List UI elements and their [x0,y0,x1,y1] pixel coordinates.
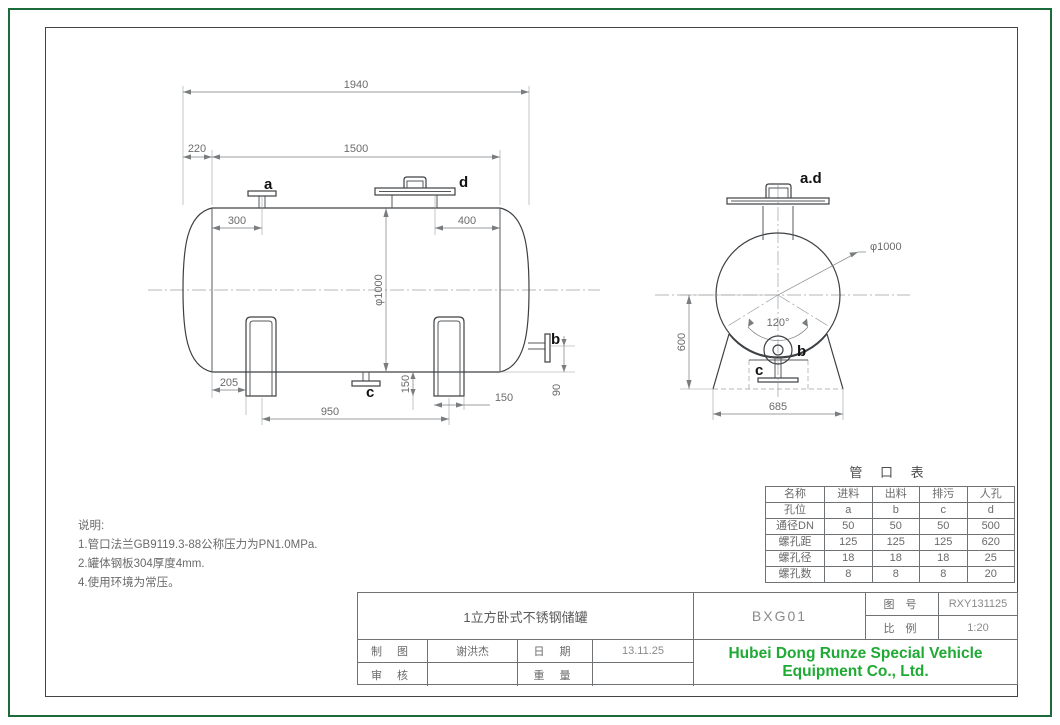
cell: d [966,502,1015,519]
dim-base-width: 685 [769,401,787,413]
cell: 125 [871,534,920,551]
dim-saddle-width: 150 [495,392,513,404]
manhole-ad-end [726,183,830,240]
weight-value [593,663,694,686]
dim-saddle-span: 950 [321,406,339,418]
dim-front-diameter: φ1000 [373,274,385,306]
balloon-c-front: c [366,384,374,401]
drawn-by-value: 谢洪杰 [428,640,518,663]
sheet-border-outer [8,8,1052,717]
row-label: 孔位 [765,502,825,519]
cell: a [824,502,873,519]
checked-by-value [428,663,518,686]
dim-nozzle-a-offset: 300 [228,215,246,227]
scale-value: 1:20 [939,616,1017,640]
nozzle-table: 名称 进料 出料 排污 人孔 孔位 a b c d 通径DN 50 50 [765,486,1015,583]
table-row: 螺孔距 125 125 125 620 [765,534,1015,551]
row-label: 螺孔径 [765,550,825,567]
date-label: 日 期 [518,640,593,663]
dim-overall-length: 1940 [344,79,368,91]
cell: 125 [919,534,968,551]
cell: 18 [871,550,920,567]
table-row: 名称 进料 出料 排污 人孔 [765,486,1015,503]
row-label: 通径DN [765,518,825,535]
cell: 25 [966,550,1015,567]
notes-heading: 说明: [78,520,105,532]
cell: 出料 [871,486,920,503]
cell: c [919,502,968,519]
checked-by-label: 审 核 [358,663,428,686]
drawing-title: 1立方卧式不锈钢储罐 [358,593,694,640]
cell: 人孔 [966,486,1015,503]
drawn-by-label: 制 图 [358,640,428,663]
cell: 8 [871,566,920,583]
balloon-ad-end: a.d [800,170,822,187]
nozzle-c-front [351,372,381,387]
cell: 排污 [919,486,968,503]
cell: 8 [919,566,968,583]
balloon-b-end: b [797,343,806,360]
row-label: 螺孔距 [765,534,825,551]
saddle-end [712,333,844,390]
cell: 500 [966,518,1015,535]
nozzle-b-front [528,333,551,363]
saddle-left-front [245,316,277,397]
balloon-d-front: d [459,174,468,191]
note-line-1: 1.管口法兰GB9119.3-88公称压力为PN1.0MPa. [78,539,318,551]
table-row: 孔位 a b c d [765,502,1015,519]
manhole-d-front [374,176,456,208]
table-row: 螺孔径 18 18 18 25 [765,550,1015,567]
scale-label: 比 例 [866,616,939,640]
nozzle-c-end [757,357,799,383]
cell: 18 [824,550,873,567]
company-name: Hubei Dong Runze Special Vehicle Equipme… [728,645,983,680]
dim-end-diameter: φ1000 [870,241,902,253]
dim-saddle-left-offset: 205 [220,377,238,389]
balloon-c-end: c [755,362,763,379]
dim-head-depth: 220 [188,143,206,155]
cell: 8 [824,566,873,583]
dwg-no-value: RXY131125 [939,593,1017,616]
balloon-a-front: a [264,176,273,193]
notes-block: 说明: 1.管口法兰GB9119.3-88公称压力为PN1.0MPa. 2.罐体… [78,517,317,593]
front-view: a d c b [148,79,600,425]
dim-saddle-height: 600 [676,333,688,351]
note-line-3: 4.使用环境为常压。 [78,577,180,589]
cell: 50 [824,518,873,535]
weight-label: 重 量 [518,663,593,686]
dim-shell-length: 1500 [344,143,368,155]
dwg-no-label: 图 号 [866,593,939,616]
dim-manhole-offset: 400 [458,215,476,227]
end-view: a.d 120° φ1000 [655,170,910,420]
drawing-code: BXG01 [694,593,866,640]
row-label: 螺孔数 [765,566,825,583]
balloon-b-front: b [551,331,560,348]
cell: 18 [919,550,968,567]
cell: 20 [966,566,1015,583]
dim-outlet-height: 90 [551,384,563,396]
cell: 620 [966,534,1015,551]
dim-saddle-angle: 120° [767,317,790,329]
dim-drain-height: 150 [400,375,412,393]
cell: 50 [919,518,968,535]
row-label: 名称 [765,486,825,503]
nozzle-table-title: 管 口 表 [849,465,931,480]
cell: b [871,502,920,519]
note-line-2: 2.罐体钢板304厚度4mm. [78,558,205,570]
date-value: 13.11.25 [593,640,694,663]
cell: 进料 [824,486,873,503]
cell: 125 [824,534,873,551]
nozzle-table-block: 管 口 表 名称 进料 出料 排污 人孔 孔位 a b c d 通 [765,462,1015,583]
saddle-right-front [433,316,465,397]
title-block: 1立方卧式不锈钢储罐 BXG01 图 号 RXY131125 比 例 1:20 … [357,592,1018,686]
nozzle-b-end [763,335,793,365]
table-row: 螺孔数 8 8 8 20 [765,566,1015,583]
sheet-border-inner [45,27,1018,697]
table-row: 通径DN 50 50 50 500 [765,518,1015,535]
cell: 50 [871,518,920,535]
